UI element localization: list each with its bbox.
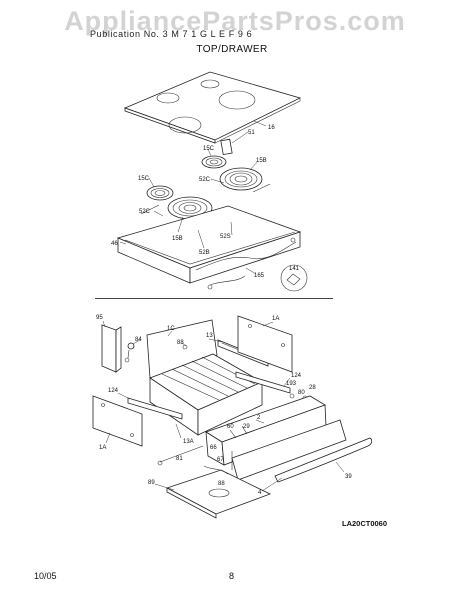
footer-date: 10/05	[34, 571, 57, 581]
callout-165: 165	[254, 273, 265, 279]
surface-element-small	[146, 185, 174, 201]
diagram-code: LA20CT0060	[342, 519, 388, 528]
callout-15B: 15B	[172, 236, 183, 242]
callout-28: 28	[309, 385, 316, 391]
drawer-rail-left	[127, 397, 183, 420]
callout-95: 95	[96, 315, 103, 321]
callout-88: 88	[177, 340, 184, 346]
callout-1A: 1A	[99, 445, 106, 451]
callout-141: 141	[289, 266, 300, 272]
side-panel-left	[92, 395, 143, 447]
terminal-block	[220, 138, 233, 156]
callout-60: 60	[227, 424, 234, 430]
drawer-back-panel	[146, 319, 218, 379]
cooktop-burner-ring	[200, 79, 220, 89]
callout-89: 89	[148, 480, 155, 486]
callout-4: 4	[258, 490, 262, 496]
callout-51: 51	[248, 130, 255, 136]
wire-harness	[195, 241, 297, 271]
publication-header: Publication No. 3 M 7 1 G L E F 9 6	[90, 29, 253, 39]
callout-16: 16	[268, 125, 275, 131]
callout-52S: 52S	[220, 234, 231, 240]
drawer-rail-right	[235, 371, 291, 394]
drawer-handle	[274, 437, 373, 483]
callout-1C: 1C	[167, 326, 175, 332]
section-title: TOP/DRAWER	[196, 44, 268, 55]
callout-1A: 1A	[272, 316, 279, 322]
callout-81: 81	[176, 456, 183, 462]
callout-124: 124	[291, 373, 302, 379]
watermark: AppliancePartsPros.com	[64, 6, 406, 36]
callout-2: 2	[257, 415, 261, 421]
spring-pin	[127, 342, 135, 350]
surface-element-large	[219, 167, 263, 191]
callout-29: 29	[243, 424, 250, 430]
drawer-bottom-tray	[165, 469, 272, 515]
cooktop-burner-ring	[218, 90, 256, 110]
callout-39: 39	[345, 474, 352, 480]
callout-88: 88	[218, 481, 225, 487]
callout-124: 124	[108, 388, 119, 394]
callout-15C: 15C	[138, 176, 150, 182]
detail-circle-141	[280, 264, 308, 292]
cooktop-burner-ring	[156, 92, 180, 104]
callout-52B: 52B	[199, 250, 210, 256]
callout-84: 84	[135, 337, 142, 343]
cooktop-burner-ring	[168, 116, 202, 134]
callout-13: 13	[206, 333, 213, 339]
callout-15B: 15B	[256, 158, 267, 164]
callout-80: 80	[298, 390, 305, 396]
drawer-outer-front	[231, 419, 347, 481]
callout-52C: 52C	[199, 177, 211, 183]
page-number: 8	[229, 571, 235, 581]
callout-67: 67	[217, 457, 224, 463]
callout-52C: 52C	[139, 209, 151, 215]
callout-13A: 13A	[183, 439, 194, 445]
callout-193: 193	[286, 381, 297, 387]
section-divider	[95, 298, 333, 299]
side-panel-right	[237, 315, 293, 373]
callout-66: 66	[210, 445, 217, 451]
callout-46: 46	[111, 241, 118, 247]
side-panel	[101, 324, 117, 373]
callout-15C: 15C	[203, 146, 215, 152]
surface-element-small	[201, 155, 227, 169]
